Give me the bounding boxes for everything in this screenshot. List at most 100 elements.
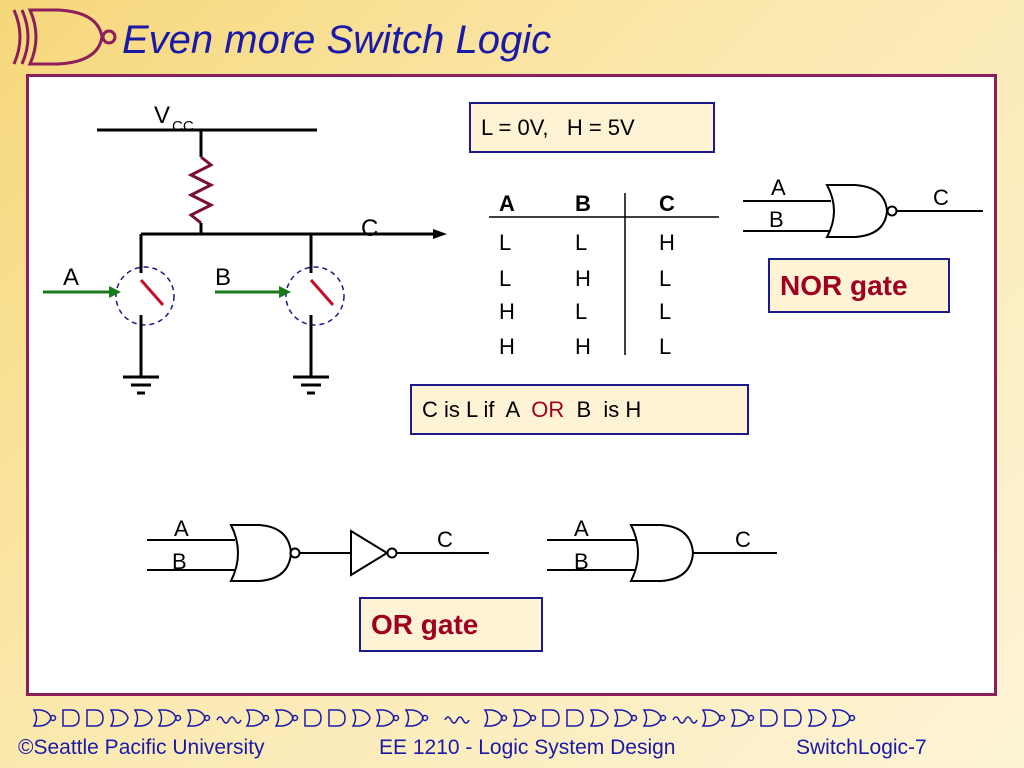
tt-cell: H bbox=[575, 266, 591, 291]
nor-a-label: A bbox=[771, 175, 786, 200]
nor-gate-glyph-icon bbox=[701, 709, 721, 727]
nor-gate-glyph-icon bbox=[613, 709, 633, 727]
nor-gate-glyph-icon bbox=[274, 709, 294, 727]
inverter-icon bbox=[350, 529, 389, 577]
nor-gate-bottom-icon bbox=[229, 524, 293, 582]
nor-inv-b-label: B bbox=[172, 549, 187, 574]
tt-cell: L bbox=[575, 299, 587, 324]
condition-text-1: C is L if A bbox=[422, 396, 532, 422]
nor-gate-glyph-icon bbox=[157, 709, 177, 727]
wave-icon bbox=[672, 716, 698, 724]
footer-slide-number: SwitchLogic-7 bbox=[796, 736, 927, 759]
nor-gate-glyph-icon bbox=[512, 709, 532, 727]
tt-cell: H bbox=[659, 230, 675, 255]
resistor-icon bbox=[187, 155, 215, 225]
nor-gate-glyph-icon bbox=[245, 709, 265, 727]
inversion-bubble-icon bbox=[718, 714, 726, 722]
switch-b-circle bbox=[285, 266, 345, 326]
switch-b-icon bbox=[309, 279, 335, 306]
inversion-bubble-icon bbox=[848, 714, 856, 722]
or-c-label: C bbox=[735, 527, 751, 552]
or-gate-glyph-icon bbox=[133, 709, 153, 727]
or-gate-label-box: OR gate bbox=[359, 597, 543, 652]
nor-gate-glyph-icon bbox=[32, 709, 52, 727]
nor-gate-icon bbox=[825, 184, 889, 238]
tt-cell: H bbox=[499, 299, 515, 324]
voltage-definition-box: L = 0V, H = 5V bbox=[469, 102, 715, 153]
nor-gate-label: NOR gate bbox=[780, 269, 908, 301]
tt-header-a: A bbox=[499, 191, 515, 216]
or-gate-glyph-icon bbox=[109, 709, 129, 727]
tt-cell: L bbox=[659, 334, 671, 359]
condition-or-word: OR bbox=[531, 396, 565, 422]
circuit-diagram: V CC C A B A B C bbox=[43, 102, 983, 582]
inversion-bubble-icon bbox=[203, 714, 211, 722]
or-a-label: A bbox=[574, 516, 589, 541]
inversion-bubble-icon bbox=[421, 714, 429, 722]
nor-logo-icon bbox=[12, 8, 117, 66]
and-gate-glyph-icon bbox=[542, 709, 560, 727]
tt-cell: L bbox=[575, 230, 587, 255]
or-gate-glyph-icon bbox=[807, 709, 827, 727]
nor-gate-glyph-icon bbox=[483, 709, 503, 727]
nor-gate-glyph-icon bbox=[730, 709, 750, 727]
content-panel: V CC C A B A B C bbox=[26, 74, 997, 696]
output-arrow-icon bbox=[433, 229, 447, 239]
input-a-arrow-icon bbox=[109, 286, 121, 298]
condition-box: C is L if A OR B is H bbox=[410, 384, 749, 435]
or-gate-label: OR gate bbox=[371, 608, 479, 640]
and-gate-glyph-icon bbox=[62, 709, 80, 727]
slide-title: Even more Switch Logic bbox=[122, 18, 552, 62]
vcc-label: V bbox=[154, 102, 170, 129]
tt-header-c: C bbox=[659, 191, 675, 216]
condition-text-2: B is H bbox=[564, 396, 642, 422]
inversion-bubble-icon bbox=[174, 714, 182, 722]
nor-b-label: B bbox=[769, 207, 784, 232]
footer-course: EE 1210 - Logic System Design bbox=[379, 736, 676, 759]
or-gate-glyph-icon bbox=[351, 709, 371, 727]
nor-inv-a-label: A bbox=[174, 516, 189, 541]
decorative-gate-strip bbox=[32, 709, 856, 727]
input-b-label: B bbox=[215, 264, 231, 291]
inversion-bubble-icon bbox=[500, 714, 508, 722]
and-gate-glyph-icon bbox=[304, 709, 322, 727]
inversion-bubble-icon bbox=[392, 714, 400, 722]
tt-cell: L bbox=[659, 299, 671, 324]
tt-header-b: B bbox=[575, 191, 591, 216]
tt-cell: H bbox=[499, 334, 515, 359]
footer-copyright: ©Seattle Pacific University bbox=[18, 736, 265, 759]
inversion-bubble-icon bbox=[659, 714, 667, 722]
inversion-bubble-icon bbox=[291, 714, 299, 722]
switch-a-icon bbox=[139, 279, 165, 306]
wave-icon bbox=[444, 716, 470, 724]
or-b-label: B bbox=[574, 549, 589, 574]
nor-c-label: C bbox=[933, 185, 949, 210]
and-gate-glyph-icon bbox=[784, 709, 802, 727]
nor-gate-glyph-icon bbox=[375, 709, 395, 727]
and-gate-glyph-icon bbox=[566, 709, 584, 727]
and-gate-glyph-icon bbox=[760, 709, 778, 727]
input-a-label: A bbox=[63, 264, 79, 291]
or-gate-glyph-icon bbox=[589, 709, 609, 727]
nor-gate-glyph-icon bbox=[404, 709, 424, 727]
nor-gate-glyph-icon bbox=[186, 709, 206, 727]
tt-cell: L bbox=[499, 266, 511, 291]
inversion-bubble-icon bbox=[262, 714, 270, 722]
inversion-bubble-icon bbox=[747, 714, 755, 722]
vcc-subscript: CC bbox=[172, 118, 194, 135]
inversion-bubble-icon bbox=[630, 714, 638, 722]
inversion-bubble-icon bbox=[49, 714, 57, 722]
inversion-bubble-icon bbox=[529, 714, 537, 722]
and-gate-glyph-icon bbox=[328, 709, 346, 727]
or-gate-icon bbox=[629, 524, 695, 582]
nor-inv-c-label: C bbox=[437, 527, 453, 552]
input-b-arrow-icon bbox=[279, 286, 291, 298]
switch-a-circle bbox=[115, 266, 175, 326]
output-c-label: C bbox=[361, 215, 378, 242]
tt-cell: L bbox=[499, 230, 511, 255]
nor-gate-glyph-icon bbox=[831, 709, 851, 727]
nor-gate-glyph-icon bbox=[642, 709, 662, 727]
nor-gate-label-box: NOR gate bbox=[768, 258, 950, 313]
tt-cell: H bbox=[575, 334, 591, 359]
tt-cell: L bbox=[659, 266, 671, 291]
